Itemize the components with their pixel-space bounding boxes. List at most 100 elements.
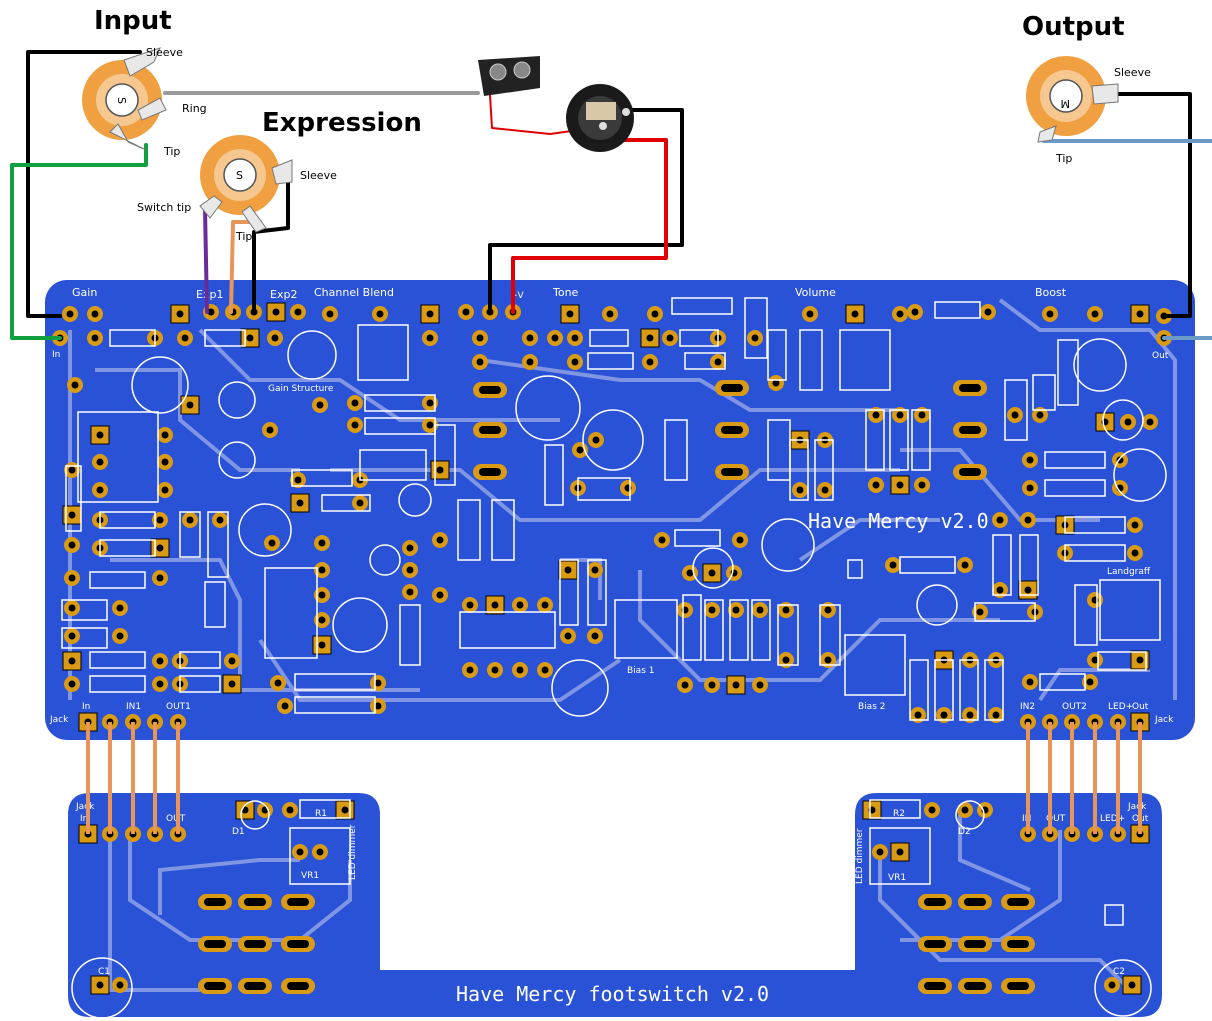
switch-lug-hole bbox=[479, 468, 501, 476]
component-outline bbox=[1032, 374, 1056, 411]
component-outline bbox=[889, 409, 909, 471]
pad-hole bbox=[914, 711, 922, 719]
component-outline bbox=[587, 559, 607, 626]
capacitor-outline bbox=[131, 356, 189, 414]
switch-lug-hole bbox=[959, 468, 981, 476]
pad-hole bbox=[592, 436, 600, 444]
pad-hole bbox=[68, 657, 76, 665]
switch-lug-hole bbox=[924, 982, 946, 990]
label-landgraff: Landgraff bbox=[1107, 567, 1151, 577]
input-sleeve-label: Sleeve bbox=[146, 46, 183, 59]
label-hdr-in1: IN1 bbox=[126, 702, 141, 712]
pad-hole bbox=[318, 591, 326, 599]
label-hdr-in2: IN2 bbox=[1020, 702, 1035, 712]
pad-hole bbox=[681, 681, 689, 689]
pad-hole bbox=[96, 458, 104, 466]
label-jack-right: Jack bbox=[1154, 715, 1174, 725]
component-outline bbox=[207, 511, 229, 578]
pad-hole bbox=[551, 334, 559, 342]
pad-hole bbox=[351, 399, 359, 407]
component-outline bbox=[65, 465, 82, 532]
pad-hole bbox=[491, 601, 499, 609]
pad-hole bbox=[564, 566, 572, 574]
pad-hole bbox=[216, 516, 224, 524]
component-outline bbox=[844, 634, 906, 696]
pad-hole bbox=[274, 679, 282, 687]
pad-hole bbox=[1036, 411, 1044, 419]
pad-hole bbox=[161, 486, 169, 494]
label-jack-left: Jack bbox=[49, 715, 69, 725]
pad-hole bbox=[341, 806, 349, 814]
capacitor-outline bbox=[955, 800, 985, 830]
pad-hole bbox=[651, 310, 659, 318]
component-outline bbox=[89, 651, 146, 669]
label-hdr-out: Out bbox=[1132, 702, 1149, 712]
pad-hole bbox=[961, 561, 969, 569]
pad-hole bbox=[186, 401, 194, 409]
pad-hole bbox=[824, 606, 832, 614]
pad-hole bbox=[996, 586, 1004, 594]
switch-lug-hole bbox=[204, 940, 226, 948]
pad-hole bbox=[896, 481, 904, 489]
pad-hole bbox=[356, 499, 364, 507]
pad-hole bbox=[161, 431, 169, 439]
pad-hole bbox=[708, 681, 716, 689]
pad-hole bbox=[96, 981, 104, 989]
pad-hole bbox=[68, 604, 76, 612]
component-outline bbox=[544, 444, 564, 506]
fs-right-r2: R2 bbox=[893, 809, 905, 819]
output-jack-face: M bbox=[1061, 97, 1071, 110]
switch-lug-hole bbox=[204, 982, 226, 990]
component-outline bbox=[899, 556, 956, 574]
component-outline bbox=[934, 659, 954, 721]
pad-hole bbox=[318, 616, 326, 624]
pad-hole bbox=[541, 666, 549, 674]
pad-hole bbox=[1046, 310, 1054, 318]
pad-hole bbox=[666, 334, 674, 342]
component-outline bbox=[974, 602, 1036, 622]
pad-hole bbox=[68, 541, 76, 549]
pad-hole bbox=[1108, 981, 1116, 989]
pad-hole bbox=[896, 411, 904, 419]
capacitor-outline bbox=[551, 659, 609, 717]
output-sleeve-label: Sleeve bbox=[1114, 66, 1151, 79]
switch-lug-hole bbox=[964, 982, 986, 990]
pad-hole bbox=[316, 848, 324, 856]
component-outline bbox=[959, 659, 979, 721]
pad-hole bbox=[1091, 656, 1099, 664]
switch-lug-hole bbox=[287, 982, 309, 990]
pad-hole bbox=[1146, 418, 1154, 426]
pad-hole bbox=[271, 334, 279, 342]
wires bbox=[10, 50, 1212, 340]
component-outline bbox=[89, 571, 146, 589]
pad-hole bbox=[71, 381, 79, 389]
switch-lug-hole bbox=[721, 468, 743, 476]
switch-lug-hole bbox=[959, 426, 981, 434]
pad-hole bbox=[566, 310, 574, 318]
label-boost: Boost bbox=[1035, 286, 1067, 299]
pad-hole bbox=[1131, 521, 1139, 529]
fs-right-vr1: VR1 bbox=[888, 873, 906, 883]
pad-hole bbox=[1091, 310, 1099, 318]
component-outline bbox=[869, 799, 921, 819]
component-outline bbox=[1097, 651, 1147, 671]
component-outline bbox=[865, 409, 885, 471]
component-outline bbox=[587, 352, 634, 370]
component-outline bbox=[1004, 379, 1028, 441]
pad-hole bbox=[116, 604, 124, 612]
pad-hole bbox=[992, 711, 1000, 719]
pad-hole bbox=[646, 334, 654, 342]
pad-hole bbox=[268, 539, 276, 547]
label-exp1: Exp1 bbox=[196, 288, 223, 301]
label-in: In bbox=[52, 350, 60, 360]
component-outline bbox=[1074, 584, 1098, 646]
wire-output-sleeve bbox=[1112, 92, 1192, 318]
pad-hole bbox=[376, 310, 384, 318]
component-outline bbox=[294, 696, 376, 714]
pad-hole bbox=[491, 666, 499, 674]
capacitor-outline bbox=[71, 957, 133, 1019]
pad-hole bbox=[1136, 656, 1144, 664]
component-outlines bbox=[61, 297, 1167, 1019]
pad-hole bbox=[896, 848, 904, 856]
pad-hole bbox=[68, 632, 76, 640]
